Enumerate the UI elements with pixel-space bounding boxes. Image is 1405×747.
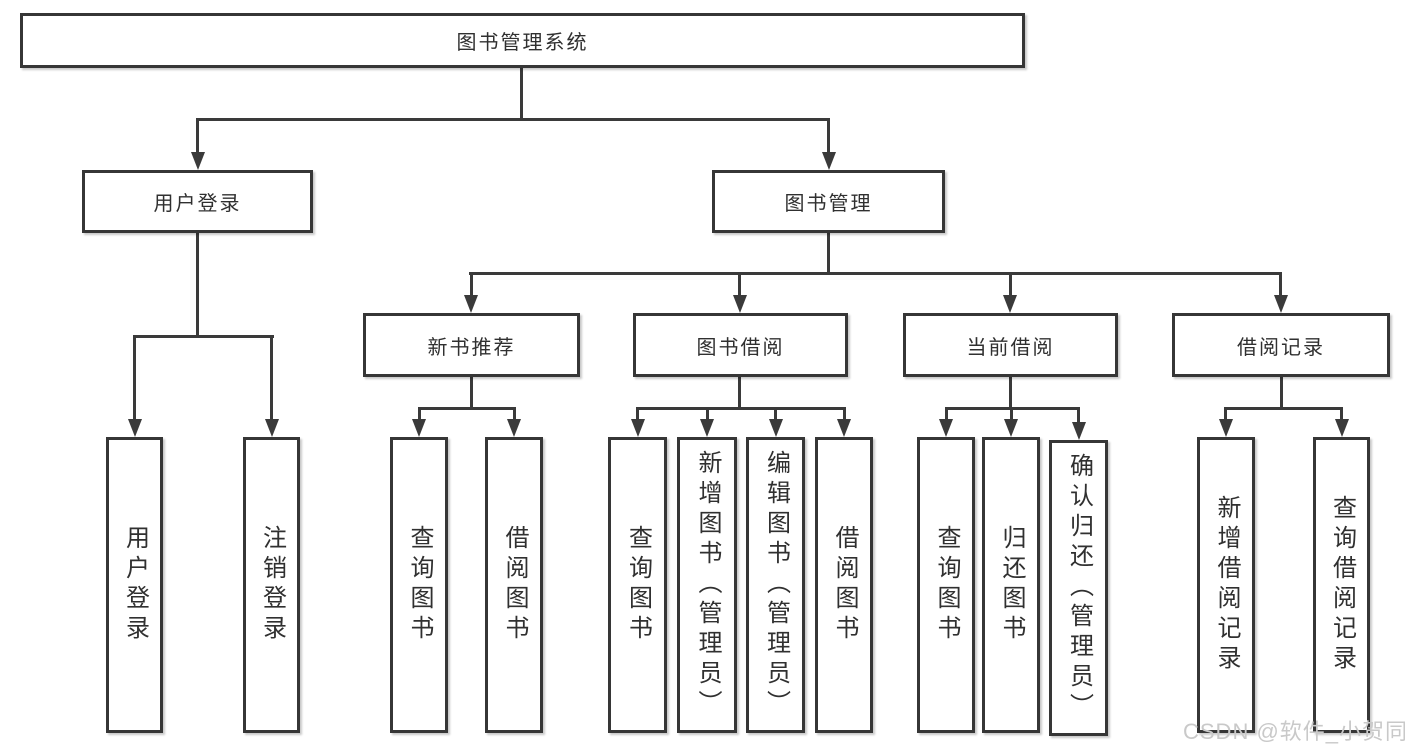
- connector-line: [1009, 272, 1012, 298]
- node-current-borrowing: 当前借阅: [903, 313, 1118, 377]
- connector-line: [738, 377, 741, 409]
- leaf-borrow-books: 借阅图书: [485, 437, 543, 733]
- leaf-label: 新增借阅记录: [1213, 495, 1240, 675]
- connector-line: [1224, 407, 1227, 422]
- arrow-down-icon: [822, 152, 836, 170]
- arrow-down-icon: [412, 419, 426, 437]
- connector-line: [843, 407, 846, 422]
- arrow-down-icon: [1004, 419, 1018, 437]
- node-label: 图书借阅: [696, 336, 785, 359]
- node-user-login: 用户登录: [82, 170, 313, 233]
- arrow-down-icon: [1219, 419, 1233, 437]
- leaf-add-borrow-record: 新增借阅记录: [1197, 437, 1255, 733]
- arrow-down-icon: [128, 419, 142, 437]
- node-label: 用户登录: [153, 193, 242, 215]
- connector-line: [1009, 377, 1012, 409]
- leaf-label: 查询借阅记录: [1328, 495, 1356, 675]
- leaf-borrow-books: 借阅图书: [815, 437, 873, 733]
- node-label: 借阅记录: [1237, 336, 1325, 359]
- leaf-label: 查询图书: [406, 525, 433, 645]
- connector-line: [945, 407, 948, 422]
- arrow-down-icon: [769, 419, 783, 437]
- node-library-management-system: 图书管理系统: [20, 13, 1025, 68]
- leaf-label: 新增图书（管理员）: [694, 450, 721, 720]
- connector-line: [470, 377, 473, 409]
- leaf-label: 注销登录: [258, 525, 286, 645]
- leaf-query-borrow-record: 查询借阅记录: [1313, 437, 1370, 733]
- leaf-return-books: 归还图书: [982, 437, 1040, 733]
- leaf-query-books: 查询图书: [390, 437, 448, 733]
- leaf-logout: 注销登录: [243, 437, 300, 733]
- leaf-label: 归还图书: [998, 525, 1025, 645]
- connector-line: [196, 118, 830, 121]
- connector-line: [827, 118, 830, 154]
- leaf-edit-books-admin: 编辑图书（管理员）: [746, 437, 805, 733]
- leaf-query-books: 查询图书: [608, 437, 667, 733]
- node-borrowing-records: 借阅记录: [1172, 313, 1390, 377]
- connector-line: [196, 118, 199, 154]
- arrow-down-icon: [939, 419, 953, 437]
- leaf-label: 借阅图书: [501, 525, 528, 645]
- leaf-add-books-admin: 新增图书（管理员）: [677, 437, 737, 733]
- arrow-down-icon: [1274, 295, 1288, 313]
- leaf-label: 用户登录: [121, 525, 149, 645]
- node-label: 新书推荐: [427, 336, 516, 359]
- connector-line: [1340, 407, 1343, 422]
- leaf-query-books: 查询图书: [917, 437, 975, 733]
- arrow-down-icon: [631, 419, 645, 437]
- arrow-down-icon: [1003, 295, 1017, 313]
- leaf-label: 借阅图书: [831, 525, 858, 645]
- node-label: 图书管理系统: [456, 32, 589, 54]
- node-label: 当前借阅: [966, 336, 1055, 359]
- leaf-label: 查询图书: [933, 525, 960, 645]
- arrow-down-icon: [464, 295, 478, 313]
- connector-line: [513, 407, 516, 422]
- connector-line: [520, 68, 523, 120]
- connector-line: [1280, 377, 1283, 409]
- connector-line: [133, 335, 274, 338]
- node-book-borrowing: 图书借阅: [633, 313, 848, 377]
- connector-line: [470, 272, 473, 298]
- leaf-label: 编辑图书（管理员）: [762, 450, 790, 720]
- leaf-label: 查询图书: [624, 525, 652, 645]
- connector-line: [774, 407, 777, 422]
- connector-line: [636, 407, 845, 410]
- arrow-down-icon: [837, 419, 851, 437]
- connector-line: [738, 272, 741, 298]
- connector-line: [469, 272, 1282, 275]
- leaf-user-login: 用户登录: [106, 437, 163, 733]
- arrow-down-icon: [1072, 422, 1086, 440]
- arrow-down-icon: [700, 419, 714, 437]
- connector-line: [1010, 407, 1013, 422]
- connector-line: [196, 233, 199, 337]
- connector-line: [636, 407, 639, 422]
- connector-line: [133, 335, 136, 421]
- connector-line: [418, 407, 421, 422]
- node-book-management: 图书管理: [712, 170, 945, 233]
- csdn-watermark: CSDN @软件_小贺同学: [1183, 719, 1405, 744]
- connector-line: [1279, 272, 1282, 298]
- node-label: 图书管理: [784, 193, 873, 215]
- node-new-book-recommend: 新书推荐: [363, 313, 580, 377]
- connector-line: [1077, 407, 1080, 422]
- arrow-down-icon: [733, 295, 747, 313]
- connector-line: [418, 407, 515, 410]
- arrow-down-icon: [191, 152, 205, 170]
- connector-line: [706, 407, 709, 422]
- leaf-label: 确认归还（管理员）: [1065, 453, 1093, 723]
- arrow-down-icon: [1335, 419, 1349, 437]
- arrow-down-icon: [265, 419, 279, 437]
- connector-line: [270, 335, 273, 421]
- arrow-down-icon: [507, 419, 521, 437]
- connector-line: [827, 233, 830, 274]
- connector-line: [1224, 407, 1342, 410]
- leaf-confirm-return-admin: 确认归还（管理员）: [1049, 440, 1108, 736]
